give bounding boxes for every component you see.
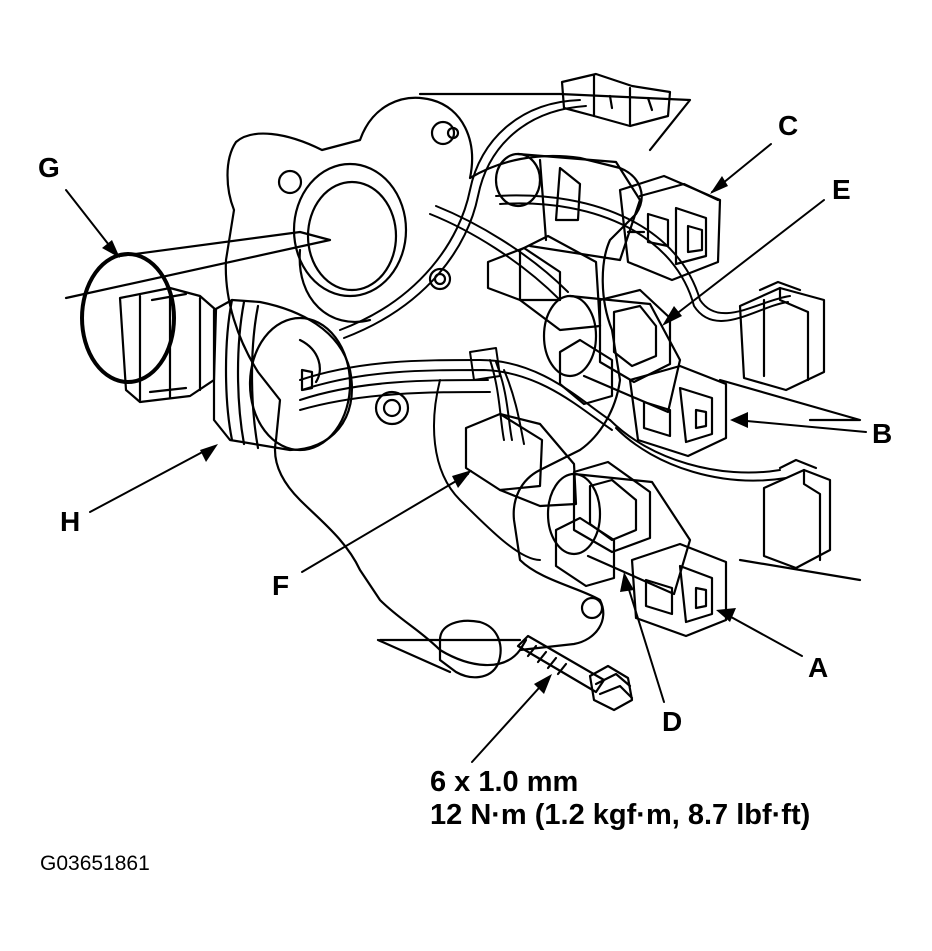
callout-e: E <box>832 174 851 205</box>
bolt-size: 6 x 1.0 mm <box>430 766 579 798</box>
callout-d: D <box>662 706 683 737</box>
loose-connector-upper <box>738 280 826 392</box>
callout-b: B <box>872 418 893 449</box>
solenoid-d <box>464 412 692 596</box>
mounting-bolt <box>516 634 634 712</box>
callout-a: A <box>808 652 829 683</box>
callout-f: F <box>272 570 290 601</box>
housing-plate <box>64 92 862 679</box>
connector-b <box>628 364 728 458</box>
bolt-torque: 12 N·m (1.2 kgf·m, 8.7 lbf·ft) <box>430 799 811 831</box>
callout-h: H <box>60 506 81 537</box>
figure-id: G03651861 <box>40 852 150 875</box>
callout-c: C <box>778 110 799 141</box>
sensor-h <box>118 286 353 452</box>
loose-connector-lower <box>762 458 832 570</box>
bolt-specification: 6 x 1.0 mm 12 N·m (1.2 kgf·m, 8.7 lbf·ft… <box>430 766 810 832</box>
o-ring-g <box>80 252 176 384</box>
connector-a <box>630 542 728 638</box>
connector-top <box>560 72 672 128</box>
arrow-heads <box>102 176 748 694</box>
callout-g: G <box>38 152 60 183</box>
solenoid-c <box>494 152 722 282</box>
wire-harness <box>299 99 791 561</box>
